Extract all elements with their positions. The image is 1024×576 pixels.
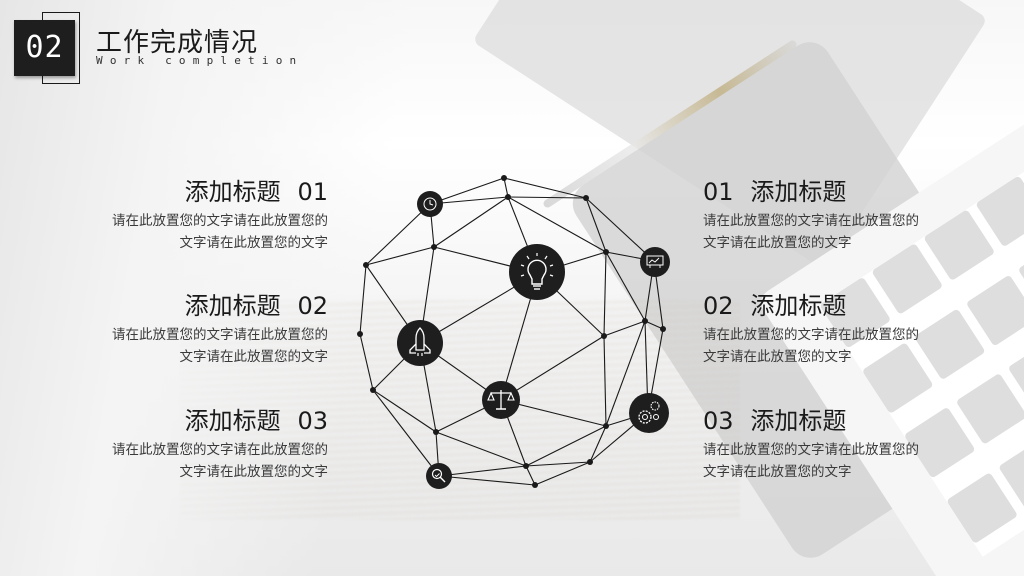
clock-icon xyxy=(417,191,443,217)
left-item-3: 添加标题 03 请在此放置您的文字请在此放置您的文字请在此放置您的文字 xyxy=(68,406,328,483)
item-title: 添加标题 xyxy=(184,178,281,206)
item-number: 02 xyxy=(703,292,734,320)
desc-line-1: 请在此放置您的文字请在此放置您的 xyxy=(112,327,328,343)
left-item-1: 添加标题 01 请在此放置您的文字请在此放置您的文字请在此放置您的文字 xyxy=(68,177,328,254)
item-number: 02 xyxy=(297,292,328,320)
item-number: 01 xyxy=(297,178,328,206)
desc-line-2: 文字请在此放置您的文字 xyxy=(703,349,852,365)
item-description: 请在此放置您的文字请在此放置您的文字请在此放置您的文字 xyxy=(68,324,328,368)
section-number-badge: 02 xyxy=(14,12,80,84)
rocket-icon xyxy=(397,320,443,366)
desc-line-1: 请在此放置您的文字请在此放置您的 xyxy=(112,442,328,458)
item-heading: 02 添加标题 xyxy=(703,291,963,321)
item-number: 03 xyxy=(297,407,328,435)
item-heading: 添加标题 03 xyxy=(68,406,328,436)
item-description: 请在此放置您的文字请在此放置您的文字请在此放置您的文字 xyxy=(703,324,963,368)
item-heading: 01 添加标题 xyxy=(703,177,963,207)
desc-line-1: 请在此放置您的文字请在此放置您的 xyxy=(703,327,919,343)
item-number: 01 xyxy=(703,178,734,206)
desc-line-1: 请在此放置您的文字请在此放置您的 xyxy=(703,442,919,458)
magnifier-icon xyxy=(426,463,452,489)
item-title: 添加标题 xyxy=(750,407,847,435)
presentation-board-icon xyxy=(640,247,670,277)
page-subtitle: Work completion xyxy=(96,54,304,67)
item-number: 03 xyxy=(703,407,734,435)
scales-icon xyxy=(482,381,520,419)
desc-line-1: 请在此放置您的文字请在此放置您的 xyxy=(703,213,919,229)
item-title: 添加标题 xyxy=(750,178,847,206)
desc-line-2: 文字请在此放置您的文字 xyxy=(703,235,852,251)
item-title: 添加标题 xyxy=(750,292,847,320)
right-item-2: 02 添加标题 请在此放置您的文字请在此放置您的文字请在此放置您的文字 xyxy=(703,291,963,368)
section-number: 02 xyxy=(14,20,75,76)
item-description: 请在此放置您的文字请在此放置您的文字请在此放置您的文字 xyxy=(68,210,328,254)
left-item-2: 添加标题 02 请在此放置您的文字请在此放置您的文字请在此放置您的文字 xyxy=(68,291,328,368)
page-title: 工作完成情况 xyxy=(96,28,259,58)
desc-line-2: 文字请在此放置您的文字 xyxy=(179,235,329,251)
desc-line-1: 请在此放置您的文字请在此放置您的 xyxy=(112,213,328,229)
network-nodes xyxy=(357,175,666,488)
item-heading: 添加标题 02 xyxy=(68,291,328,321)
desc-line-2: 文字请在此放置您的文字 xyxy=(179,349,329,365)
left-shade xyxy=(0,0,420,576)
item-description: 请在此放置您的文字请在此放置您的文字请在此放置您的文字 xyxy=(703,210,963,254)
item-title: 添加标题 xyxy=(184,407,281,435)
desc-line-2: 文字请在此放置您的文字 xyxy=(703,464,852,480)
item-description: 请在此放置您的文字请在此放置您的文字请在此放置您的文字 xyxy=(703,439,963,483)
right-item-3: 03 添加标题 请在此放置您的文字请在此放置您的文字请在此放置您的文字 xyxy=(703,406,963,483)
item-title: 添加标题 xyxy=(184,292,281,320)
right-item-1: 01 添加标题 请在此放置您的文字请在此放置您的文字请在此放置您的文字 xyxy=(703,177,963,254)
desc-line-2: 文字请在此放置您的文字 xyxy=(179,464,329,480)
item-heading: 03 添加标题 xyxy=(703,406,963,436)
item-heading: 添加标题 01 xyxy=(68,177,328,207)
lightbulb-icon xyxy=(509,244,565,300)
item-description: 请在此放置您的文字请在此放置您的文字请在此放置您的文字 xyxy=(68,439,328,483)
gears-icon xyxy=(629,393,669,433)
